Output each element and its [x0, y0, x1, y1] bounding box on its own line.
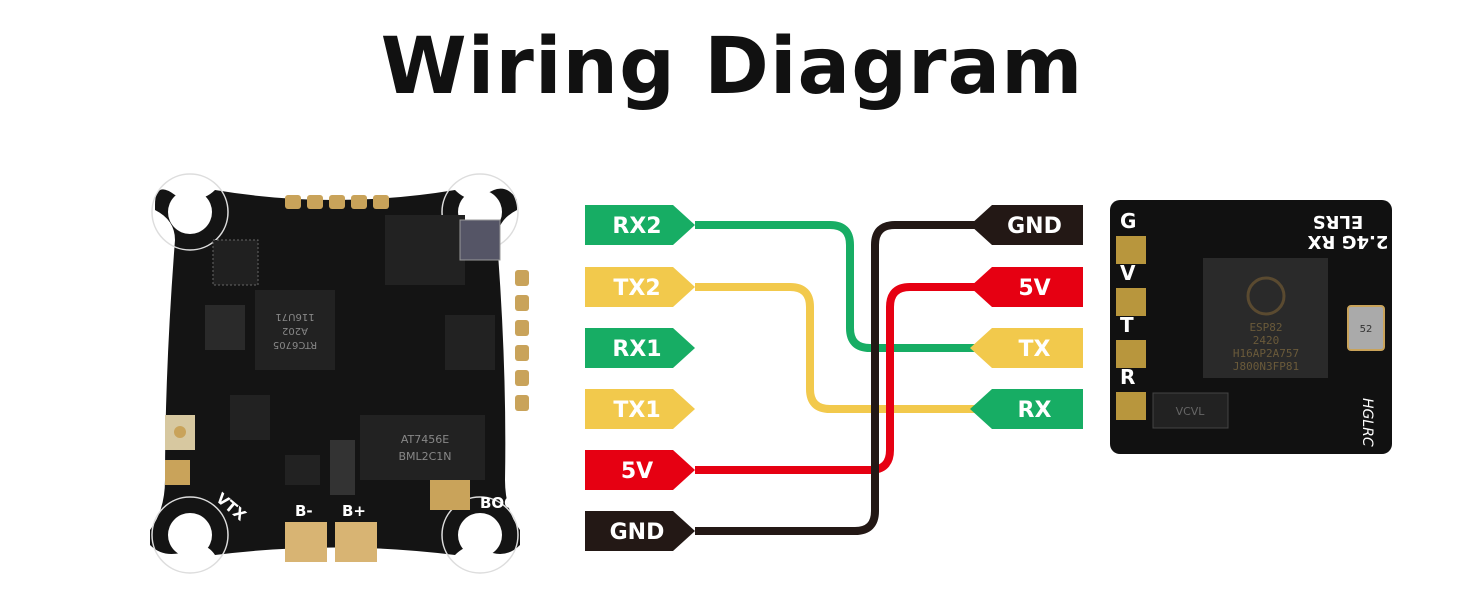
- fc-pin-tag-tx2: TX2: [585, 267, 695, 307]
- chip-text: J800N3FP81: [1233, 360, 1299, 373]
- wire-rx2-to-tx: [695, 221, 975, 352]
- tag-label: TX1: [613, 398, 660, 423]
- brand-logo: HGLRC: [1359, 398, 1375, 447]
- tag-label: 5V: [621, 459, 653, 484]
- crystal: [1347, 305, 1385, 351]
- tag-label: TX2: [613, 276, 660, 301]
- tag-label: RX2: [612, 214, 661, 239]
- mount-hole: [458, 513, 502, 557]
- silkscreen-b-minus: B-: [295, 502, 313, 520]
- mount-hole: [168, 513, 212, 557]
- receiver-name: 2.4G RX: [1308, 231, 1389, 252]
- tag-label: GND: [610, 520, 665, 545]
- page-title: Wiring Diagram: [380, 22, 1084, 112]
- tag-shape: [970, 267, 1083, 307]
- tag-shape: [970, 205, 1083, 245]
- rx-pin-tag-gnd: GND: [970, 205, 1083, 245]
- tag-label: RX: [1018, 398, 1052, 423]
- pad-label: G: [1120, 209, 1136, 233]
- wire-5v-to-5v: [695, 283, 975, 474]
- silkscreen-boot: BOOT: [480, 494, 528, 512]
- tag-shape: [585, 267, 695, 307]
- elrs-receiver: G V T R ESP82 2420 H16AP2A757 J800N3FP81…: [1110, 200, 1392, 454]
- tag-label: RX1: [612, 337, 661, 362]
- fc-pin-tag-gnd: GND: [585, 511, 695, 551]
- receiver-name: ELRS: [1313, 211, 1364, 232]
- chip-text: BML2C1N: [398, 450, 451, 463]
- tag-shape: [585, 511, 695, 551]
- silkscreen-b-plus: B+: [342, 502, 366, 520]
- crystal-text: 52: [1360, 324, 1373, 335]
- pad-r: [1116, 392, 1146, 420]
- tag-shape: [585, 328, 695, 368]
- fc-pin-tag-rx2: RX2: [585, 205, 695, 245]
- pad-label: R: [1120, 365, 1135, 389]
- tag-label: TX: [1019, 337, 1051, 362]
- fc-pin-tag-5v: 5V: [585, 450, 695, 490]
- tag-label: 5V: [1018, 276, 1050, 301]
- chip-text: H16AP2A757: [1233, 347, 1299, 360]
- flight-controller-board: RTC6705 A202 116U71 AT7456E BML2C1N VTX …: [150, 173, 529, 574]
- mount-hole: [168, 190, 212, 234]
- tag-label: GND: [1007, 214, 1062, 239]
- tag-shape: [585, 389, 695, 429]
- chip-text: 2420: [1253, 334, 1280, 347]
- chip-text: RTC6705: [273, 339, 317, 350]
- fc-pin-tag-rx1: RX1: [585, 328, 695, 368]
- wire-tx2-to-rx: [695, 283, 975, 413]
- tag-shape: [585, 205, 695, 245]
- chip-text: A202: [282, 325, 308, 336]
- ldo: [1152, 392, 1229, 429]
- chip-text: 116U71: [275, 311, 314, 322]
- rx-pin-tag-rx: RX: [970, 389, 1083, 429]
- pad-t: [1116, 340, 1146, 368]
- tag-shape: [970, 328, 1083, 368]
- pad-v: [1116, 288, 1146, 316]
- wire-gnd-to-gnd: [695, 221, 975, 535]
- rx-pin-tag-5v: 5V: [970, 267, 1083, 307]
- rx-pin-tag-tx: TX: [970, 328, 1083, 368]
- fc-pin-tag-tx1: TX1: [585, 389, 695, 429]
- pad-label: V: [1120, 261, 1136, 285]
- tag-shape: [585, 450, 695, 490]
- chip-text: ESP82: [1249, 321, 1282, 334]
- ldo-text: VCVL: [1176, 405, 1206, 418]
- pad-g: [1116, 236, 1146, 264]
- chip-text: AT7456E: [401, 433, 449, 446]
- pad-label: T: [1120, 313, 1134, 337]
- tag-shape: [970, 389, 1083, 429]
